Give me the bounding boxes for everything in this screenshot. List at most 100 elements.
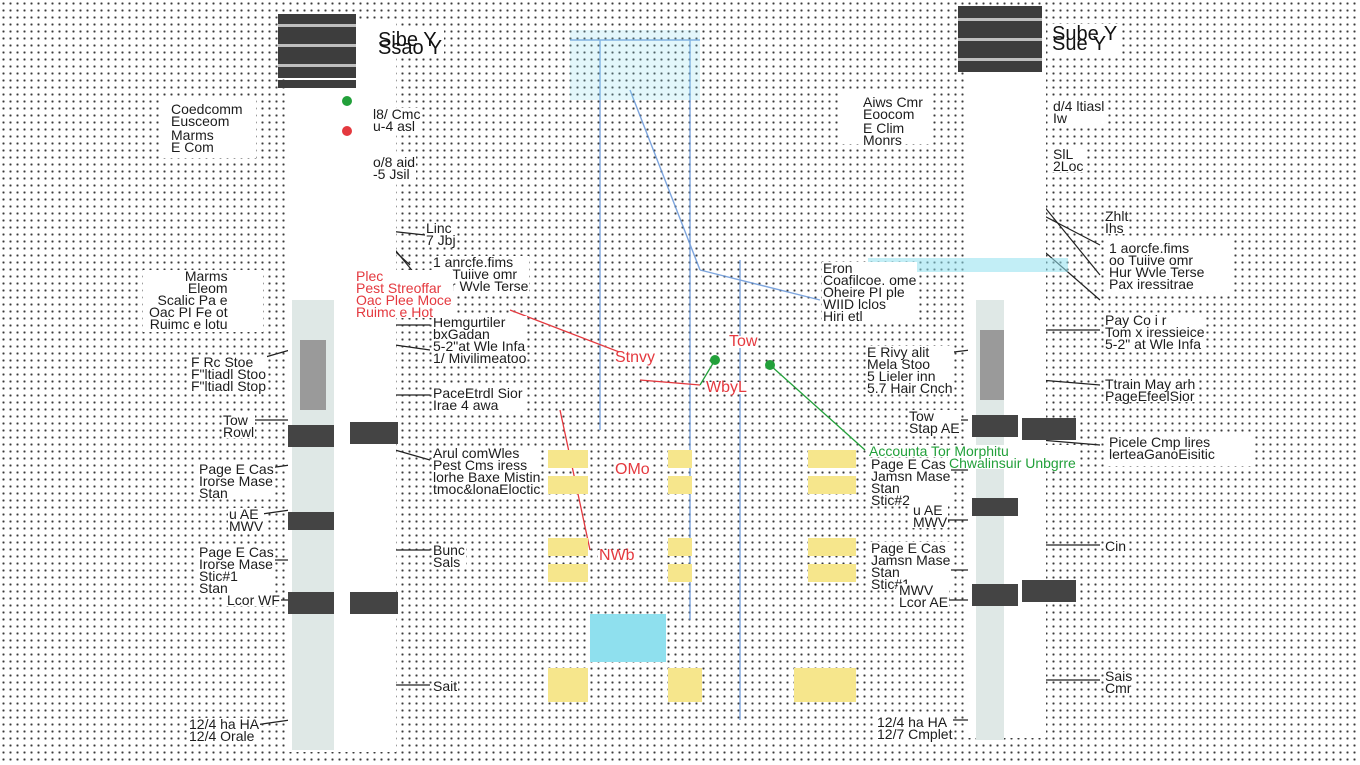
left-label-l6-line-1: Page E Cas bbox=[198, 544, 275, 560]
middle-red-label-5-text: NWb bbox=[598, 547, 636, 564]
middle-red-label-1: Stnvy bbox=[614, 349, 657, 366]
right-label-l1-line-4: WIID lclos bbox=[822, 297, 918, 311]
left-label-l6-line-4: Stan bbox=[198, 581, 275, 595]
left-label-r4-line-2: oo Tuiive omr bbox=[432, 267, 530, 281]
right-label-l1-line-1: Eron bbox=[822, 261, 918, 275]
left-label-r7: Arul comWles Pest Cms iress lorhe Baxe M… bbox=[432, 446, 542, 496]
right-green-label-line-1: Accounta Tor Morphitu bbox=[868, 444, 1077, 458]
right-legend-item-1: Aiws Cmr Eoocom bbox=[862, 95, 924, 121]
left-label-l1-line-3: Scalic Pa e bbox=[148, 293, 229, 307]
right-label-l5-line-1: u AE bbox=[912, 503, 949, 517]
right-packer-2 bbox=[1022, 418, 1076, 440]
left-label-l6: Page E Cas Irorse Mase Stic#1 Stan bbox=[198, 544, 275, 595]
left-label-l4-line-2: Irorse Mase bbox=[198, 473, 275, 489]
left-label-r9-line-1: Sait bbox=[432, 678, 459, 694]
yellow-block-7 bbox=[548, 538, 588, 556]
left-label-r9: Sait bbox=[432, 678, 459, 694]
right-label-l2-line-1: E Rivy alit bbox=[866, 345, 954, 359]
left-label-l1-line-1: Marms bbox=[148, 269, 229, 283]
left-packer-4 bbox=[288, 592, 334, 614]
right-label-l2-line-3: 5 Lieler inn bbox=[866, 369, 954, 383]
right-label-l1-line-3: Oheire PI ple bbox=[822, 285, 918, 299]
yellow-block-4 bbox=[668, 476, 692, 494]
right-label-r4-line-3: Hur Wvle Terse bbox=[1108, 264, 1206, 280]
right-legend-item-2-line-1: E Clim bbox=[862, 120, 906, 136]
left-label-r8-line-1: Bunc bbox=[432, 542, 466, 558]
right-label-l7-line-2: Lcor AE bbox=[898, 594, 950, 610]
middle-cyan-block bbox=[590, 614, 666, 662]
middle-red-label-3-text: WbyL bbox=[705, 379, 748, 396]
middle-red-label-5: NWb bbox=[598, 547, 636, 564]
left-label-l2-line-2: F"ltiadl Stoo bbox=[190, 366, 268, 382]
right-packer-3 bbox=[972, 498, 1018, 516]
middle-red-label-2: Tow bbox=[728, 333, 759, 350]
right-packer-1 bbox=[972, 415, 1018, 437]
right-label-r6: Ttrain May arh PageEfeelSior bbox=[1104, 377, 1197, 403]
middle-red-label-4-text: OMo bbox=[614, 461, 651, 478]
right-legend-item-2: E Clim Monrs bbox=[862, 120, 906, 147]
left-red-label-line-3: Oac Plee Moce bbox=[355, 292, 453, 308]
right-label-r1-line-1: d/4 ltiasl bbox=[1052, 98, 1106, 114]
left-label-r3-line-1: Linc bbox=[425, 221, 457, 235]
right-label-l3: Tow Stap AE bbox=[908, 409, 961, 435]
yellow-block-5 bbox=[808, 450, 856, 468]
right-label-r2-line-1: SlL bbox=[1052, 147, 1085, 161]
left-label-r6-line-2: Irae 4 awa bbox=[432, 398, 524, 412]
left-label-r7-line-2: Pest Cms iress bbox=[432, 458, 542, 472]
left-label-l1-line-2: Eleom bbox=[148, 281, 229, 295]
yellow-block-2 bbox=[548, 476, 588, 494]
left-label-l7-line-1: Lcor WF bbox=[226, 592, 281, 608]
left-legend-item-2-line-2: E Com bbox=[170, 139, 215, 155]
left-label-r1-line-2: u-4 asl bbox=[372, 119, 422, 133]
right-label-l1: Eron Coafilcoe. ome Oheire PI ple WIID l… bbox=[822, 261, 918, 323]
left-label-r5: Hemgurtiler bxGadan 5-2"at Wle Infa 1/ M… bbox=[432, 315, 528, 365]
right-label-l2-line-4: 5.7 Hair Cnch bbox=[866, 380, 954, 396]
left-legend-item-2-line-1: Marms bbox=[170, 127, 215, 143]
left-label-l8-line-2: 12/4 Orale bbox=[188, 729, 261, 743]
right-label-r4-line-2: oo Tuiive omr bbox=[1108, 253, 1206, 267]
right-well-header bbox=[958, 6, 1042, 72]
left-well-header bbox=[278, 14, 356, 78]
green-marker-icon-2 bbox=[765, 360, 775, 370]
right-label-r5-line-2: Tom x iressieice bbox=[1104, 324, 1206, 340]
left-red-label: Plec Pest Streoffar Oac Plee Moce Ruimc … bbox=[355, 269, 453, 319]
right-label-l4-line-2: Jamsn Mase bbox=[870, 468, 952, 484]
right-label-l6-line-1: Page E Cas bbox=[870, 541, 952, 555]
red-status-icon bbox=[342, 126, 352, 136]
right-pump-assembly bbox=[980, 330, 1004, 400]
right-label-r9-line-1: Sais bbox=[1104, 668, 1134, 684]
left-label-r8: Bunc Sals bbox=[432, 542, 466, 569]
left-label-l5: u AE MWV bbox=[228, 507, 265, 533]
left-label-l7: Lcor WF bbox=[226, 592, 281, 608]
yellow-block-14 bbox=[668, 668, 702, 702]
yellow-block-10 bbox=[668, 564, 692, 582]
right-label-l2-line-2: Mela Stoo bbox=[866, 357, 954, 371]
middle-glass-panel-top bbox=[570, 30, 700, 100]
left-label-r2: o/8 aid -5 Jsil bbox=[372, 155, 417, 181]
left-label-l6-line-3: Stic#1 bbox=[198, 569, 275, 583]
left-packer-1 bbox=[288, 425, 334, 447]
right-packer-5 bbox=[1022, 580, 1076, 602]
middle-red-label-2-text: Tow bbox=[728, 333, 759, 350]
middle-red-label-1-text: Stnvy bbox=[614, 349, 657, 366]
right-label-r4: 1 aorcfe.fims oo Tuiive omr Hur Wvle Ter… bbox=[1108, 241, 1206, 291]
left-legend-item-2: Marms E Com bbox=[170, 127, 215, 155]
left-legend-item-1-line-2: Eusceom bbox=[170, 114, 244, 128]
left-label-r6: PaceEtrdl Sior Irae 4 awa bbox=[432, 386, 524, 412]
left-packer-2 bbox=[350, 422, 398, 444]
right-well-title-line-1: Sube Y bbox=[1052, 23, 1118, 45]
middle-red-label-4: OMo bbox=[614, 461, 651, 478]
right-label-l6-line-3: Stan bbox=[870, 565, 952, 579]
yellow-block-11 bbox=[808, 538, 856, 556]
yellow-block-8 bbox=[548, 564, 588, 582]
green-status-icon bbox=[342, 96, 352, 106]
left-legend-item-1-line-1: Coedcomm bbox=[170, 101, 244, 117]
left-label-r4-line-1: 1 anrcfe.fims bbox=[432, 255, 530, 269]
right-label-r5: Pay Co i r Tom x iressieice 5-2" at Wle … bbox=[1104, 313, 1206, 351]
right-label-r2-line-2: 2Loc bbox=[1052, 158, 1085, 174]
left-label-l8: 12/4 ha HA 12/4 Orale bbox=[188, 717, 261, 743]
left-label-r7-line-1: Arul comWles bbox=[432, 446, 542, 460]
left-well-title-line-1: Sibe Y bbox=[378, 29, 437, 51]
right-green-label: Accounta Tor Morphitu Chwalinsuir Unbgrr… bbox=[868, 444, 1077, 470]
